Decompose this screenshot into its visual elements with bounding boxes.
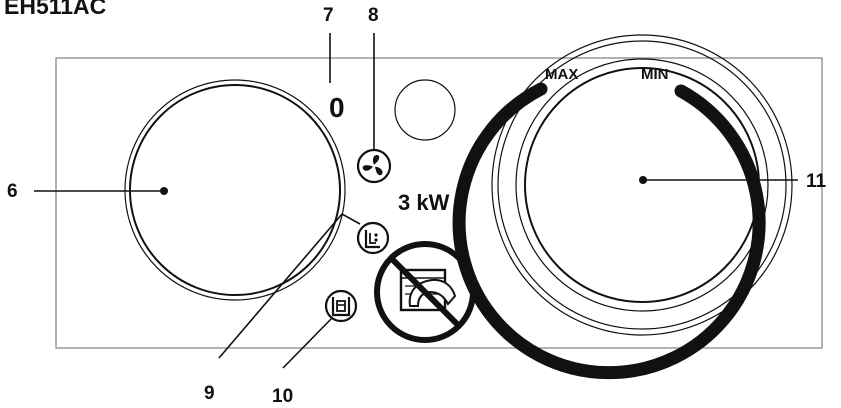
- thermostat-min-label: MIN: [641, 66, 669, 83]
- model-title: EH511AC: [4, 0, 106, 19]
- leader-lines: [34, 33, 798, 369]
- callout-6: 6: [7, 181, 18, 202]
- thermostat-max-label: MAX: [545, 66, 578, 83]
- callout-11: 11: [806, 171, 827, 192]
- comfort-mode-icon: [324, 289, 358, 323]
- callout-9: 9: [204, 383, 215, 404]
- frost-mode-icon: [356, 221, 390, 255]
- power-rating-label: 3 kW: [398, 190, 450, 215]
- callout-dot-6: [160, 187, 168, 195]
- callout-7: 7: [323, 5, 334, 26]
- callout-dot-11: [639, 176, 647, 184]
- thermostat-scale-arc: [452, 82, 766, 380]
- thermostat-knob[interactable]: [491, 34, 793, 336]
- callout-10: 10: [272, 386, 293, 407]
- callout-8: 8: [368, 5, 379, 26]
- fan-icon: [356, 148, 392, 184]
- control-panel-frame: [55, 57, 823, 349]
- sensor-window: [394, 79, 456, 141]
- power-indicator-light: 0: [329, 92, 345, 123]
- mode-selector-knob[interactable]: [124, 79, 346, 301]
